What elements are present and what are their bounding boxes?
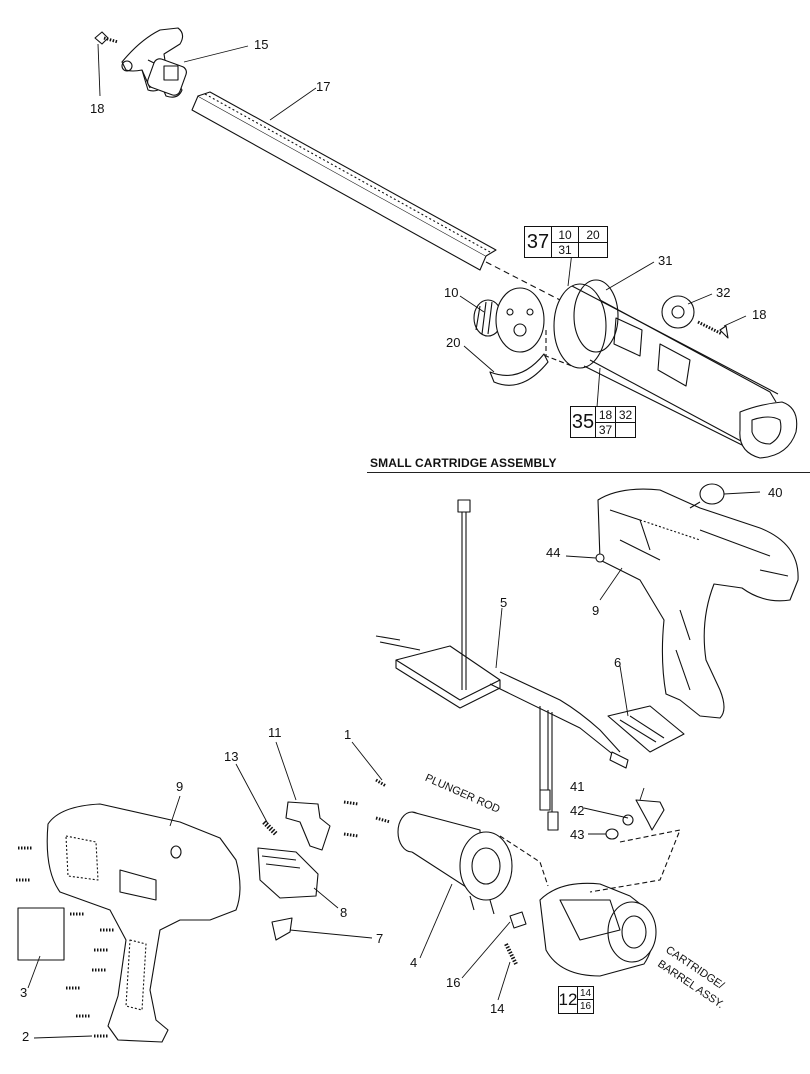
latch-part (605, 799, 665, 840)
t-handle-part (121, 27, 187, 98)
part-number-31: 31 (658, 253, 673, 268)
part-number-7: 7 (376, 931, 384, 946)
small-screw-part (697, 320, 729, 339)
rack-rod-part (191, 91, 497, 271)
part-number-17: 17 (316, 79, 331, 94)
gearbox-part (539, 882, 657, 977)
screws-part (16, 778, 391, 1038)
part-number-4: 4 (410, 955, 418, 970)
brush-holder-part (509, 911, 527, 929)
label-sticker-part (17, 907, 65, 961)
part-number-9-handle: 9 (592, 603, 600, 618)
part-number-16: 16 (446, 975, 461, 990)
terminal-block-part (375, 499, 629, 831)
part-number-42: 42 (570, 803, 585, 818)
part-number-10: 10 (444, 285, 459, 300)
clip-part (489, 353, 549, 386)
pin-part (504, 943, 518, 965)
part-number-11: 11 (268, 725, 282, 740)
part-number-18b: 18 (752, 307, 767, 322)
part-number-6: 6 (614, 655, 622, 670)
callout-35-cell-c: 37 (596, 423, 616, 437)
piston-part (473, 287, 545, 353)
callout-37-cell-d (579, 243, 607, 257)
callout-35-main: 35 (571, 407, 596, 437)
callout-37-cell-b: 20 (579, 227, 607, 243)
leader-lines (27, 43, 761, 1039)
end-cap-part (661, 295, 695, 329)
section-divider (367, 472, 810, 473)
washer-part (595, 553, 605, 563)
part-number-3: 3 (20, 985, 28, 1000)
part-number-5: 5 (500, 595, 508, 610)
part-number-20: 20 (446, 335, 461, 350)
callout-37-cell-c: 31 (552, 243, 579, 257)
screw-part (94, 31, 119, 45)
part-number-41: 41 (570, 779, 585, 794)
part-number-13: 13 (224, 749, 239, 764)
part-number-2: 2 (22, 1029, 30, 1044)
part-number-18: 18 (90, 101, 105, 116)
cartridge-frame-part (553, 279, 798, 459)
callout-12-cell-a: 14 (578, 987, 593, 1000)
switch-part (257, 847, 319, 899)
callout-12: 12 14 16 (558, 986, 594, 1014)
switch-contact-part (607, 705, 685, 753)
knob-part (689, 483, 725, 509)
callout-35-cell-a: 18 (596, 407, 616, 423)
part-number-15: 15 (254, 37, 269, 52)
callout-37-cell-a: 10 (552, 227, 579, 243)
callout-12-main: 12 (559, 987, 578, 1013)
lever-part (271, 917, 293, 941)
callout-12-cell-b: 16 (579, 1001, 592, 1012)
part-number-8: 8 (340, 905, 348, 920)
part-number-32: 32 (716, 285, 731, 300)
part-number-9-housing: 9 (176, 779, 184, 794)
section-title: SMALL CARTRIDGE ASSEMBLY (370, 456, 557, 470)
part-number-40: 40 (768, 485, 783, 500)
trigger-part (285, 801, 331, 851)
part-number-14: 14 (490, 1001, 505, 1016)
callout-35-cell-b: 32 (616, 407, 635, 423)
part-number-1: 1 (344, 727, 352, 742)
callout-35-cell-d (616, 423, 635, 437)
callout-37: 37 10 20 31 (524, 226, 608, 258)
part-number-44: 44 (546, 545, 561, 560)
part-number-43: 43 (570, 827, 585, 842)
housing-half-part (597, 488, 799, 719)
spring-part (262, 820, 278, 836)
motor-part (397, 811, 513, 915)
callout-35: 35 18 32 37 (570, 406, 636, 438)
tool-housing-part (46, 803, 241, 1043)
callout-37-main: 37 (525, 227, 552, 257)
